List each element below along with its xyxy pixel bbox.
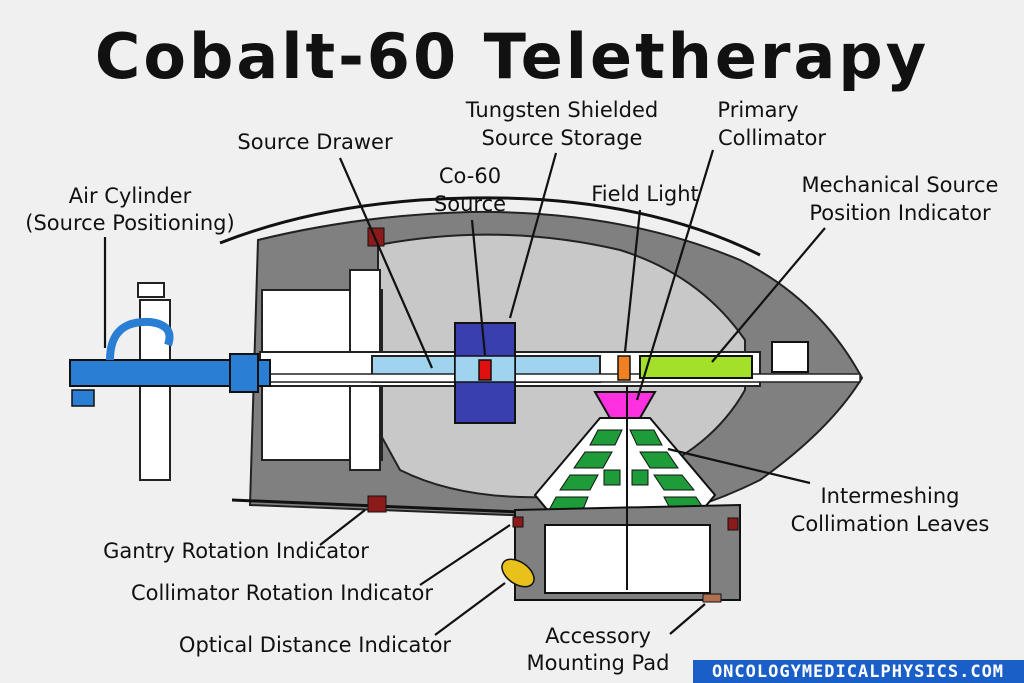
leaf — [639, 451, 679, 469]
collimator-rotation-marker-right — [727, 517, 739, 531]
credit-text: ONCOLOGYMEDICALPHYSICS.COM — [712, 662, 1004, 682]
arrow-mech-indicator — [711, 227, 826, 363]
arrow-source-drawer — [338, 157, 434, 369]
label-gantry-rotation: Gantry Rotation Indicator — [103, 539, 369, 563]
label-mech-indicator-1: Mechanical Source — [802, 173, 999, 197]
cylinder-top-cap — [137, 282, 165, 298]
field-light — [617, 355, 631, 381]
position-indicator-bar — [639, 355, 753, 379]
label-accessory-2: Mounting Pad — [527, 651, 670, 675]
cylinder-fitting — [71, 389, 95, 407]
credit-banner — [693, 660, 1024, 683]
arrow-field-light — [623, 209, 642, 353]
label-optical-distance: Optical Distance Indicator — [179, 633, 452, 657]
leaf — [573, 451, 613, 469]
air-hose — [106, 317, 174, 361]
leaf — [559, 474, 599, 491]
accessory-mounting-pad — [702, 593, 722, 603]
label-leaves-2: Collimation Leaves — [791, 512, 990, 536]
indicator-end-block — [771, 341, 809, 373]
label-leaves-1: Intermeshing — [820, 484, 959, 508]
leaf — [629, 429, 663, 446]
gantry-rotation-marker — [367, 227, 385, 247]
arrow-leaves — [667, 447, 811, 485]
label-accessory-1: Accessory — [545, 624, 651, 648]
collimator-rotation-marker — [512, 516, 524, 528]
gantry-rotation-marker-lower — [367, 495, 387, 513]
arrow-gantry — [319, 509, 366, 546]
label-tungsten-2: Source Storage — [482, 126, 643, 150]
label-air-cylinder-1: Air Cylinder — [69, 184, 192, 208]
label-collimator-rotation: Collimator Rotation Indicator — [131, 581, 433, 605]
leader-lines — [103, 149, 826, 636]
arrow-tungsten — [508, 152, 558, 319]
drawer-rod — [249, 373, 861, 383]
optical-distance-indicator — [501, 558, 535, 588]
arrow-optical — [434, 582, 506, 636]
arrow-collimator-rotation — [419, 524, 511, 586]
label-mech-indicator-2: Position Indicator — [809, 201, 991, 225]
leaf — [603, 469, 621, 486]
leaf — [653, 474, 696, 491]
label-field-light: Field Light — [591, 182, 699, 206]
head-top-outline — [219, 196, 761, 257]
co60-source — [478, 359, 492, 381]
arrow-primary-collimator — [635, 149, 715, 401]
arrow-co60 — [470, 219, 487, 356]
label-source-drawer: Source Drawer — [237, 130, 393, 154]
diagram-title: Cobalt-60 Teletherapy — [95, 20, 929, 93]
leaf — [631, 469, 649, 486]
label-primary-collimator-2: Collimator — [718, 126, 826, 150]
label-air-cylinder-2: (Source Positioning) — [25, 211, 234, 235]
cylinder-piston — [229, 353, 259, 393]
label-co60-1: Co-60 — [439, 164, 501, 188]
label-tungsten-1: Tungsten Shielded — [465, 98, 658, 122]
leaf — [589, 429, 623, 446]
arrow-accessory — [669, 603, 706, 635]
label-primary-collimator-1: Primary — [717, 98, 798, 122]
label-co60-2: Source — [434, 192, 506, 216]
